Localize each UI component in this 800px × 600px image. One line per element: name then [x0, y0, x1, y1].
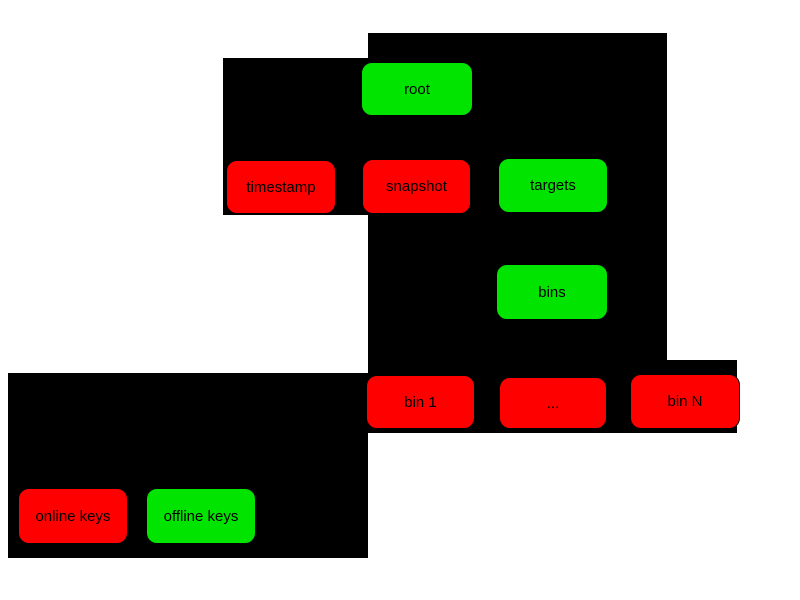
node-bin-ellipsis: ...: [499, 377, 607, 429]
node-timestamp: timestamp: [226, 160, 336, 214]
legend-online-keys: online keys: [18, 488, 128, 544]
node-bin-1: bin 1: [366, 375, 475, 429]
node-snapshot: snapshot: [362, 159, 471, 214]
node-root: root: [361, 62, 473, 116]
legend-offline-keys: offline keys: [146, 488, 256, 544]
node-bin-n: bin N: [630, 374, 740, 429]
node-targets: targets: [498, 158, 608, 213]
node-bins: bins: [496, 264, 608, 320]
